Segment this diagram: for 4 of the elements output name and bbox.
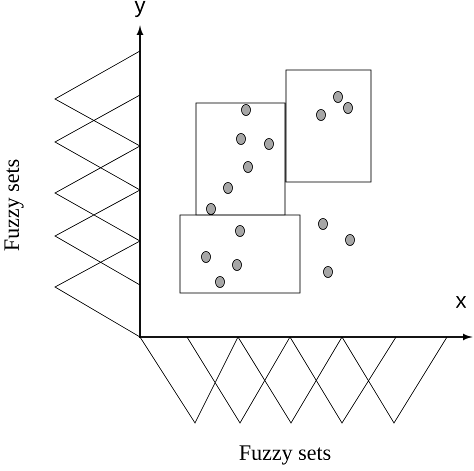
axis-label: x bbox=[456, 296, 466, 308]
axis-caption: Fuzzy sets bbox=[240, 445, 330, 465]
axis-label: y bbox=[134, 0, 146, 18]
axis-caption: Fuzzy sets bbox=[4, 160, 24, 250]
